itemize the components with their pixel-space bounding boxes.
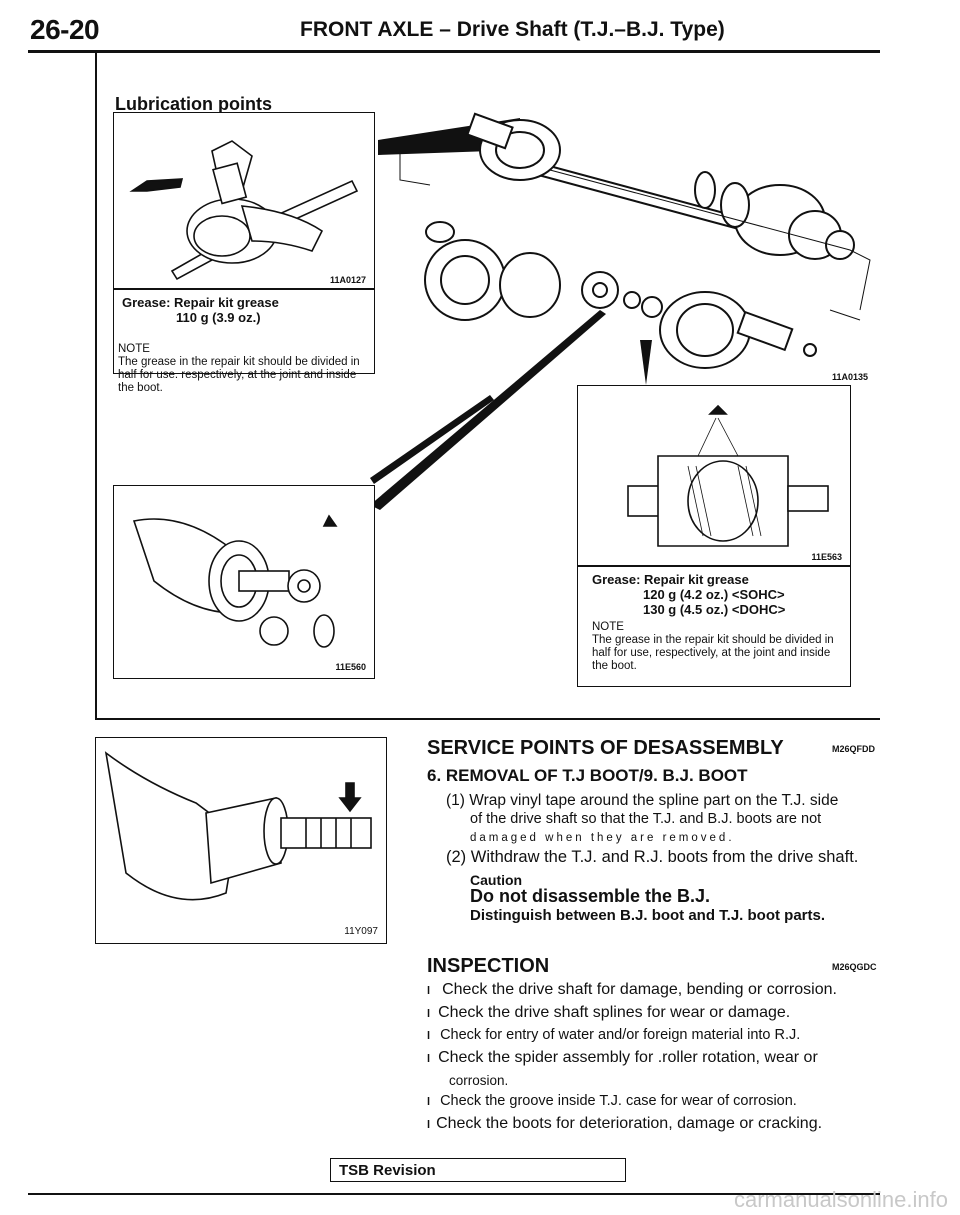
step1-line3: damaged when they are removed. bbox=[470, 832, 735, 844]
step1-line1: (1) Wrap vinyl tape around the spline pa… bbox=[446, 792, 839, 809]
service-code: M26QFDD bbox=[832, 744, 876, 754]
service-heading: SERVICE POINTS OF DESASSEMBLY bbox=[427, 737, 784, 759]
caution-label: Caution bbox=[470, 872, 523, 888]
tsb-revision-box: TSB Revision bbox=[330, 1158, 626, 1182]
figure-ref-11e560: 11E560 bbox=[335, 662, 366, 672]
step1-line2: of the drive shaft so that the T.J. and … bbox=[470, 811, 822, 827]
tj-boot-spider-illustration bbox=[132, 514, 338, 648]
inspection-code: M26QGDC bbox=[832, 962, 877, 972]
grease-amount-dohc: 130 g (4.5 oz.) <DOHC> bbox=[643, 602, 786, 617]
tj-joint-cutaway-illustration bbox=[627, 404, 829, 547]
grease-application-hand-illustration bbox=[129, 140, 359, 281]
drive-shaft-exploded-illustration bbox=[378, 112, 871, 385]
note-label-1: NOTE bbox=[118, 343, 150, 355]
right-figure-box: 11E563 Grease: Repair kit grease 120 g (… bbox=[577, 385, 851, 687]
caution-line1: Do not disassemble the B.J. bbox=[470, 886, 711, 906]
grease-amount-1: 110 g (3.9 oz.) bbox=[176, 310, 261, 325]
page-number: 26-20 bbox=[30, 14, 100, 45]
section-divider bbox=[95, 718, 880, 720]
header-rule bbox=[28, 50, 880, 53]
top-left-figure-box: 11A0127 Grease: Repair kit grease 110 g … bbox=[113, 112, 375, 394]
caption-divider bbox=[578, 565, 850, 567]
watermark: carmanualsonline.info bbox=[733, 1187, 948, 1212]
step2: (2) Withdraw the T.J. and R.J. boots fro… bbox=[446, 848, 859, 866]
grease-spec-1: Grease: Repair kit grease bbox=[122, 295, 279, 310]
caution-line2: Distinguish between B.J. boot and T.J. b… bbox=[470, 907, 826, 924]
lubrication-heading: Lubrication points bbox=[115, 94, 272, 114]
caption-divider bbox=[114, 288, 374, 290]
footer-rule bbox=[28, 1193, 880, 1195]
step-title: 6. REMOVAL OF T.J BOOT/9. B.J. BOOT bbox=[427, 766, 748, 785]
list-item-continuation: corrosion. bbox=[449, 1073, 509, 1088]
grease-spec-2: Grease: Repair kit grease bbox=[592, 572, 749, 587]
boot-removal-figure-box: 11Y097 bbox=[95, 737, 387, 944]
section-left-bar bbox=[95, 53, 97, 718]
page-title: FRONT AXLE – Drive Shaft (T.J.–B.J. Type… bbox=[300, 18, 725, 41]
note-text-2: The grease in the repair kit should be d… bbox=[592, 634, 834, 672]
figure-ref-11e563: 11E563 bbox=[811, 552, 842, 562]
note-label-2: NOTE bbox=[592, 621, 624, 633]
figure-ref-11a0135: 11A0135 bbox=[832, 372, 869, 382]
grease-amount-sohc: 120 g (4.2 oz.) <SOHC> bbox=[643, 587, 785, 602]
pointer-wedges bbox=[370, 310, 606, 510]
note-text-1: The grease in the repair kit should be d… bbox=[118, 356, 360, 394]
boot-removal-hand-illustration bbox=[104, 751, 372, 901]
figure-ref-11a0127: 11A0127 bbox=[329, 275, 366, 285]
figure-ref-11y097: 11Y097 bbox=[344, 926, 378, 937]
bottom-left-figure-box: 11E560 bbox=[113, 485, 375, 679]
inspection-heading: INSPECTION bbox=[427, 955, 550, 977]
